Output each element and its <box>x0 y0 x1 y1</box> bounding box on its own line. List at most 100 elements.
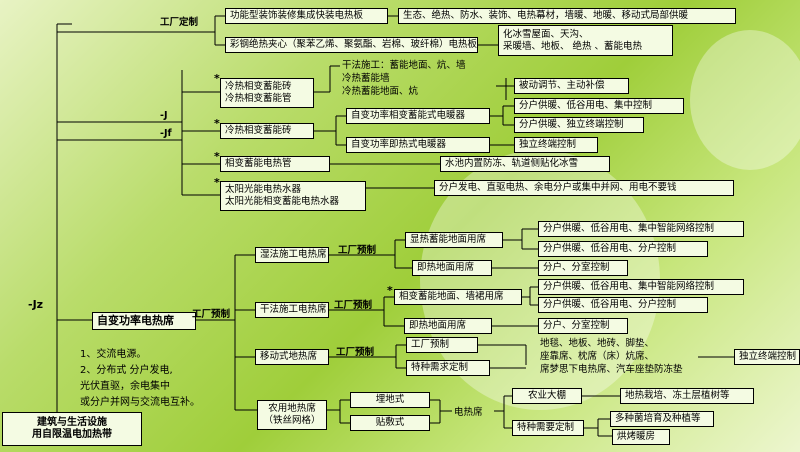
dry-a-use1-text: 分户供暖、低谷用电、集中智能网络控制 <box>543 281 715 292</box>
wet-a-text: 显热蓄能地面用席 <box>410 234 487 245</box>
power-notes: 1、交流电源。 2、分布式 分户发电, 光伏直驱，余电集中 或分户并网与交流电互… <box>80 347 200 411</box>
passive-regulation-box: 被动调节、主动补偿 <box>514 78 629 94</box>
color-steel-uses-line2: 采暖墙、地板、 绝热 、蓄能电热 <box>503 40 643 52</box>
dry-method-line3: 冷热蓄能地面、炕 <box>342 86 419 97</box>
star-mark: * <box>387 284 393 297</box>
agri-special-use2-box: 烘烤暖房 <box>612 429 670 445</box>
storage-pipe-box: 相变蓄能电热管 <box>220 156 330 172</box>
mobile-factory-text: 工厂预制 <box>411 339 450 350</box>
agri-mat-line1: 农用地热席 <box>268 403 316 414</box>
heater-b-box: 自变功率即热式电暖器 <box>346 137 490 153</box>
mobile-products-text: 地毯、地板、地砖、脚垫、座靠席、枕席（床）炕席、席梦思下电热席、汽车座垫防冻垫 <box>540 337 700 376</box>
root-label: -Jz <box>28 298 44 311</box>
agri-bury-text: 埋地式 <box>375 394 405 405</box>
wet-mat-box: 湿法施工电热席 <box>255 247 329 263</box>
heater-a-text: 自变功率相变蓄能式电暖器 <box>351 110 466 121</box>
note-line-4: 或分户并网与交流电互补。 <box>80 397 200 408</box>
star-mark: * <box>214 176 220 189</box>
color-steel-board-box: 彩钢绝热夹心（聚苯乙烯、聚氨酯、岩棉、玻纤棉）电热板 <box>225 37 478 53</box>
agri-greenhouse-box: 农业大棚 <box>512 388 582 404</box>
agri-special-box: 特种需要定制 <box>512 420 584 436</box>
factory-pre-label: 工厂预制 <box>336 347 375 358</box>
agri-special-use1-box: 多种菌培育及种植等 <box>610 411 714 427</box>
storage-pipe-text: 相变蓄能电热管 <box>225 158 292 169</box>
storage-brick-2-text: 冷热相变蓄能砖 <box>225 125 292 136</box>
storage-brick-2-box: 冷热相变蓄能砖 <box>220 123 314 139</box>
heater-a-use1-text: 分户供暖、低谷用电、集中控制 <box>519 100 653 111</box>
star-mark: * <box>214 117 220 130</box>
solar-heater-box: 太阳光能电热水器太阳光能相变蓄能电热水器 <box>220 181 366 211</box>
main-heat-mat-box: 自变功率电热席 <box>92 312 196 330</box>
heater-b-use-text: 独立终端控制 <box>519 139 577 150</box>
factory-pre-label: 工厂预制 <box>334 300 373 311</box>
storage-brick-line2: 冷热相变蓄能管 <box>225 93 292 104</box>
wet-a-use2-text: 分户供暖、低谷用电、分户控制 <box>543 243 677 254</box>
mobile-use-box: 独立终端控制 <box>734 349 800 365</box>
solar-heater-use-box: 分户发电、直驱电热、余电分户或集中并网、用电不要钱 <box>434 180 734 196</box>
wet-b-use-box: 分户、分室控制 <box>538 260 628 276</box>
heater-a-use1-box: 分户供暖、低谷用电、集中控制 <box>514 98 684 114</box>
wet-a-box: 显热蓄能地面用席 <box>405 232 503 248</box>
note-line-2: 2、分布式 分户发电, <box>80 365 173 376</box>
mobile-products-line1: 地毯、地板、地砖、脚垫、 <box>540 338 655 349</box>
storage-brick-line1: 冷热相变蓄能砖 <box>225 81 292 92</box>
dry-mat-text: 干法施工电热席 <box>260 304 327 315</box>
factory-pre-label: 工厂预制 <box>192 309 231 320</box>
storage-pipe-use-box: 水池内置防冻、轨道侧贴化冰雪 <box>440 156 610 172</box>
storage-brick-box: 冷热相变蓄能砖冷热相变蓄能管 <box>220 78 314 108</box>
integrated-board-text: 功能型装饰装修集成快装电热板 <box>230 10 364 21</box>
agri-bury-box: 埋地式 <box>350 392 430 408</box>
agri-greenhouse-text: 农业大棚 <box>527 390 566 401</box>
agri-greenhouse-use-box: 地热栽培、冻土层植树等 <box>620 388 754 404</box>
wet-a-use1-text: 分户供暖、低谷用电、集中智能网络控制 <box>543 223 715 234</box>
mobile-products-line2: 座靠席、枕席（床）炕席、 <box>540 351 655 362</box>
solar-heater-line1: 太阳光能电热水器 <box>225 184 302 195</box>
mobile-products-line3: 席梦思下电热席、汽车座垫防冻垫 <box>540 364 683 375</box>
agri-stick-box: 贴敷式 <box>350 415 430 431</box>
integrated-board-uses-text: 生态、绝热、防水、装饰、电热幕材，墙暖、地暖、移动式局部供暖 <box>403 10 689 21</box>
dry-a-use1-box: 分户供暖、低谷用电、集中智能网络控制 <box>538 279 744 295</box>
color-steel-uses-line1: 化冰雪屋面、天沟、 <box>503 28 589 40</box>
mobile-special-text: 特种需求定制 <box>411 362 469 373</box>
solar-heater-use-text: 分户发电、直驱电热、余电分户或集中并网、用电不要钱 <box>439 182 677 193</box>
star-mark: * <box>214 72 220 85</box>
agri-special-text: 特种需要定制 <box>517 422 575 433</box>
footer-box: 建筑与生活设施用自限温电加热带 <box>2 412 142 446</box>
dry-mat-box: 干法施工电热席 <box>255 302 329 318</box>
agri-heat-mat-label: 电热席 <box>454 407 483 418</box>
agri-stick-text: 贴敷式 <box>375 417 405 428</box>
storage-pipe-use-text: 水池内置防冻、轨道侧贴化冰雪 <box>445 158 579 169</box>
agri-mat-box: 农用地热席（铁丝网格） <box>257 400 327 430</box>
note-line-3: 光伏直驱，余电集中 <box>80 381 170 392</box>
heater-a-use2-box: 分户供暖、独立终端控制 <box>514 117 644 133</box>
dry-b-use-text: 分户、分室控制 <box>543 320 610 331</box>
heater-a-use2-text: 分户供暖、独立终端控制 <box>519 119 624 130</box>
factory-custom-label: 工厂定制 <box>160 17 199 28</box>
mobile-mat-box: 移动式地热席 <box>255 349 329 365</box>
wet-b-box: 即热地面用席 <box>412 260 492 276</box>
integrated-board-box: 功能型装饰装修集成快装电热板 <box>225 8 388 24</box>
dry-a-use2-text: 分户供暖、低谷用电、分户控制 <box>543 299 677 310</box>
passive-regulation-text: 被动调节、主动补偿 <box>519 80 605 91</box>
heater-a-box: 自变功率相变蓄能式电暖器 <box>346 108 490 124</box>
dry-b-use-box: 分户、分室控制 <box>538 318 628 334</box>
dry-b-text: 即热地面用席 <box>409 320 467 331</box>
dry-a-text: 相变蓄能地面、墙裙用席 <box>399 291 504 302</box>
agri-special-use1-text: 多种菌培育及种植等 <box>615 413 701 424</box>
mobile-use-text: 独立终端控制 <box>739 351 797 362</box>
wet-b-text: 即热地面用席 <box>417 262 475 273</box>
mobile-mat-text: 移动式地热席 <box>260 351 318 362</box>
dry-method-line1: 干法施工：蓄能地面、炕、墙 <box>342 60 466 71</box>
integrated-board-uses-box: 生态、绝热、防水、装饰、电热幕材，墙暖、地暖、移动式局部供暖 <box>398 8 736 24</box>
color-steel-uses-box: 化冰雪屋面、天沟、采暖墙、地板、 绝热 、蓄能电热 <box>498 25 673 56</box>
bg-highlight <box>690 30 800 170</box>
branch-jf-label: -Jf <box>160 128 172 139</box>
dry-method-text: 干法施工：蓄能地面、炕、墙冷热蓄能墙冷热蓄能地面、炕 <box>342 59 494 98</box>
note-line-1: 1、交流电源。 <box>80 349 147 360</box>
solar-heater-line2: 太阳光能相变蓄能电热水器 <box>225 196 340 207</box>
wet-a-use2-box: 分户供暖、低谷用电、分户控制 <box>538 241 708 257</box>
wet-b-use-text: 分户、分室控制 <box>543 262 610 273</box>
agri-mat-line2: （铁丝网格） <box>263 415 321 426</box>
star-mark: * <box>214 150 220 163</box>
